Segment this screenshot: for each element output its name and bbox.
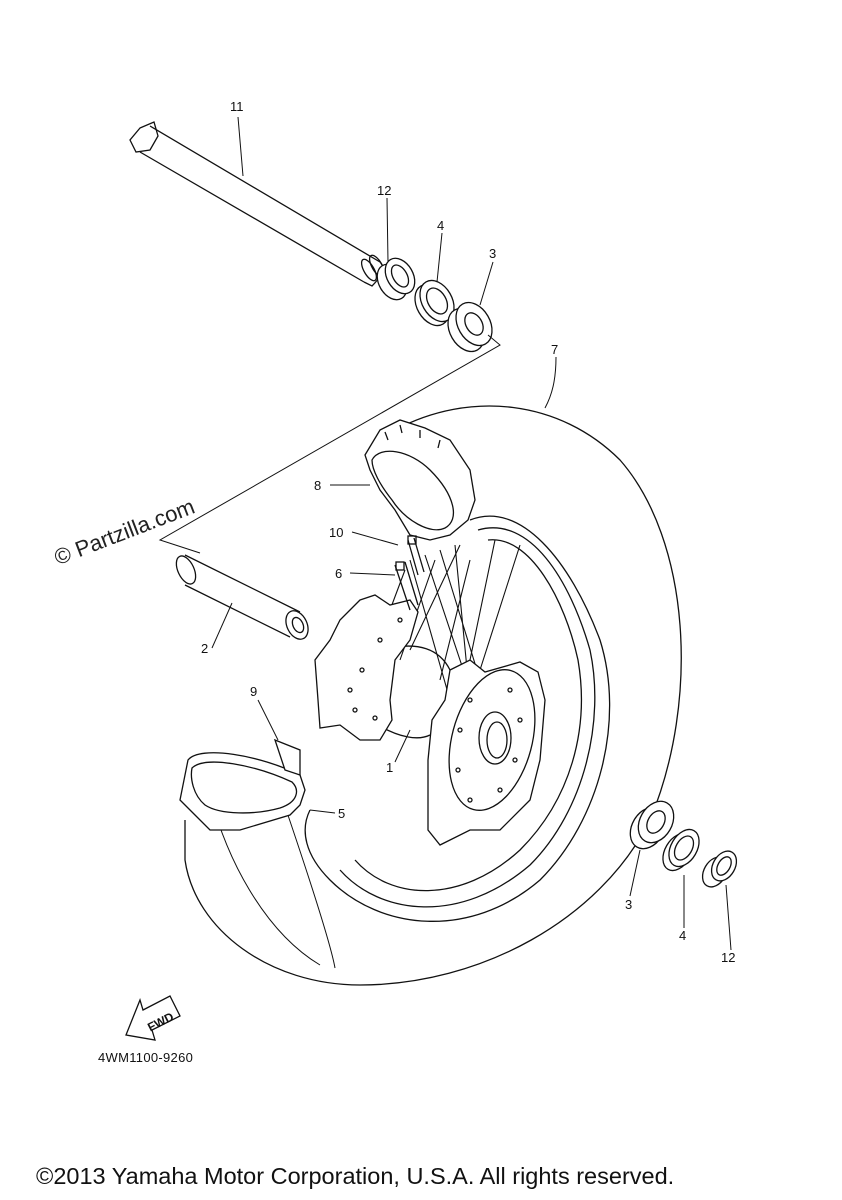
callout-3-bottom: 3 <box>625 897 633 912</box>
collar-bottom <box>701 850 738 888</box>
oil-seal-bottom <box>662 828 700 872</box>
spacer <box>175 554 309 640</box>
callout-7: 7 <box>551 342 559 357</box>
valve-and-nut <box>394 535 425 611</box>
callout-11: 11 <box>230 99 244 114</box>
rim-band-lower <box>179 738 306 831</box>
callout-10: 10 <box>329 525 344 540</box>
leader-lines <box>211 116 732 951</box>
callout-4-top: 4 <box>437 218 445 233</box>
rim-band <box>364 419 476 541</box>
callout-12-top: 12 <box>377 183 392 198</box>
fwd-arrow-icon: FWD <box>125 995 181 1041</box>
drawing-code: 4WM1100-9260 <box>98 1050 194 1065</box>
bearing-bottom <box>629 800 675 850</box>
callout-1: 1 <box>386 760 394 775</box>
callout-12-bottom: 12 <box>721 950 736 965</box>
callout-9: 9 <box>250 684 258 699</box>
callout-6: 6 <box>335 566 343 581</box>
collar-top <box>376 257 416 301</box>
callout-4-bottom: 4 <box>679 928 687 943</box>
assembly-line <box>158 334 501 554</box>
spokes <box>389 539 521 701</box>
bearing-top <box>447 301 493 353</box>
callout-3-top: 3 <box>489 246 497 261</box>
callout-2: 2 <box>201 641 209 656</box>
hub-right <box>427 659 546 846</box>
oil-seal-top <box>414 279 455 327</box>
callout-5: 5 <box>338 806 346 821</box>
hub-left <box>314 594 419 741</box>
callout-8: 8 <box>314 478 322 493</box>
front-axle <box>129 121 386 287</box>
copyright: ©2013 Yamaha Motor Corporation, U.S.A. A… <box>36 1163 675 1189</box>
